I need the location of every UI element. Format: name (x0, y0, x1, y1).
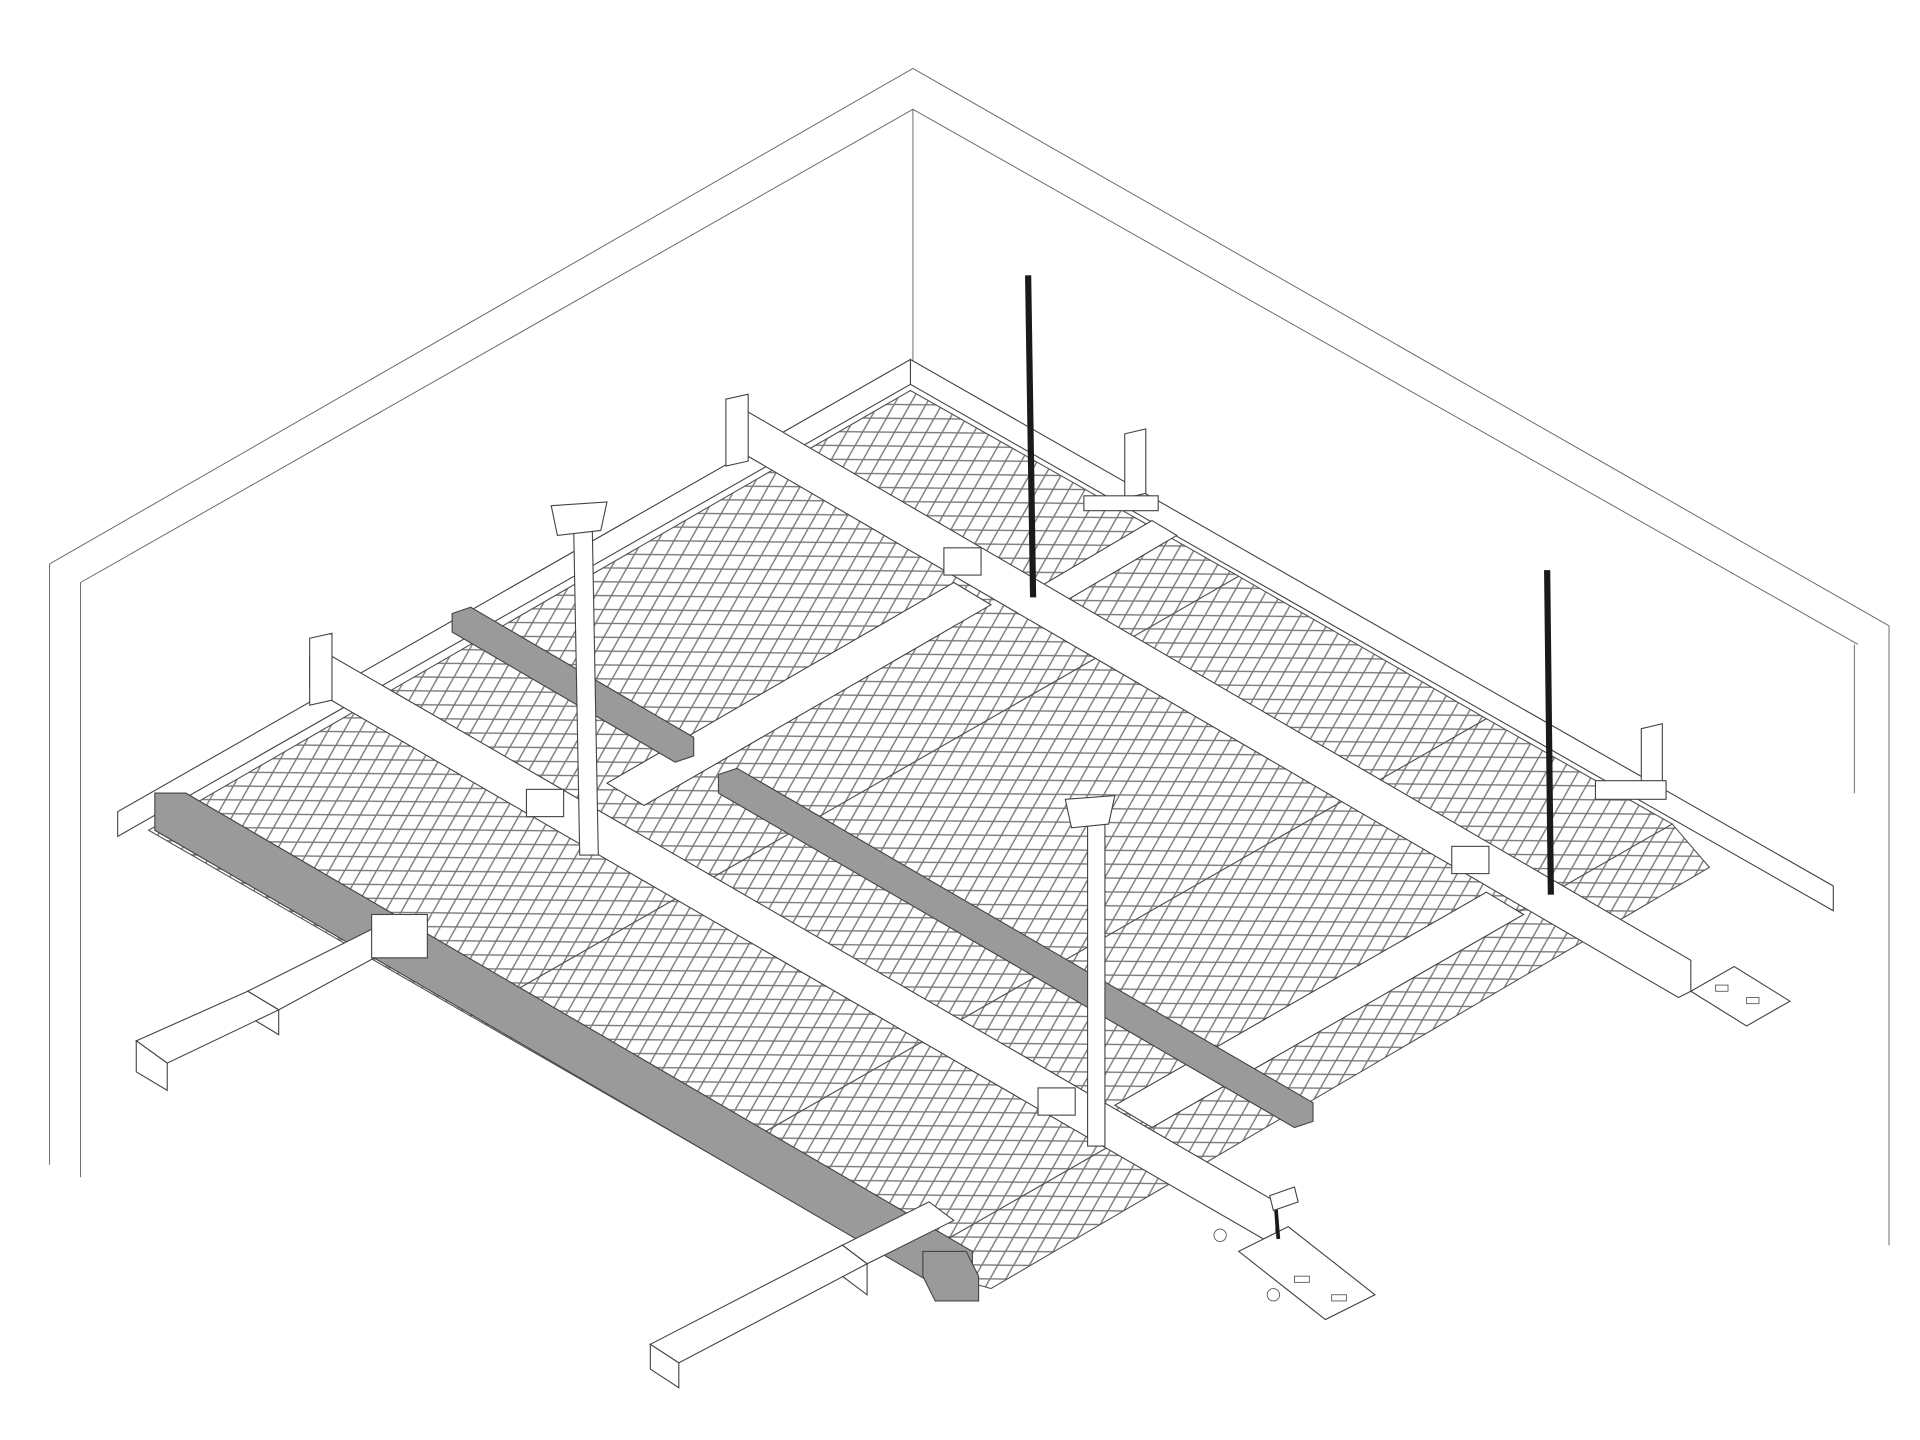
wall-bracket (725, 393, 749, 467)
bolt-and-nut-detail (1213, 1186, 1377, 1321)
c-channel-front (649, 1201, 980, 1389)
end-bracket-right (1689, 965, 1792, 1027)
wall-bracket (309, 632, 333, 706)
room-walls (49, 67, 1890, 1246)
threaded-rods (1025, 275, 1554, 895)
c-channel-left (135, 913, 428, 1092)
suspension-hangers (550, 501, 1116, 1147)
rail-clips (525, 547, 1490, 1116)
wall-bracket (1124, 428, 1147, 499)
dark-support-profiles (154, 606, 1314, 1290)
